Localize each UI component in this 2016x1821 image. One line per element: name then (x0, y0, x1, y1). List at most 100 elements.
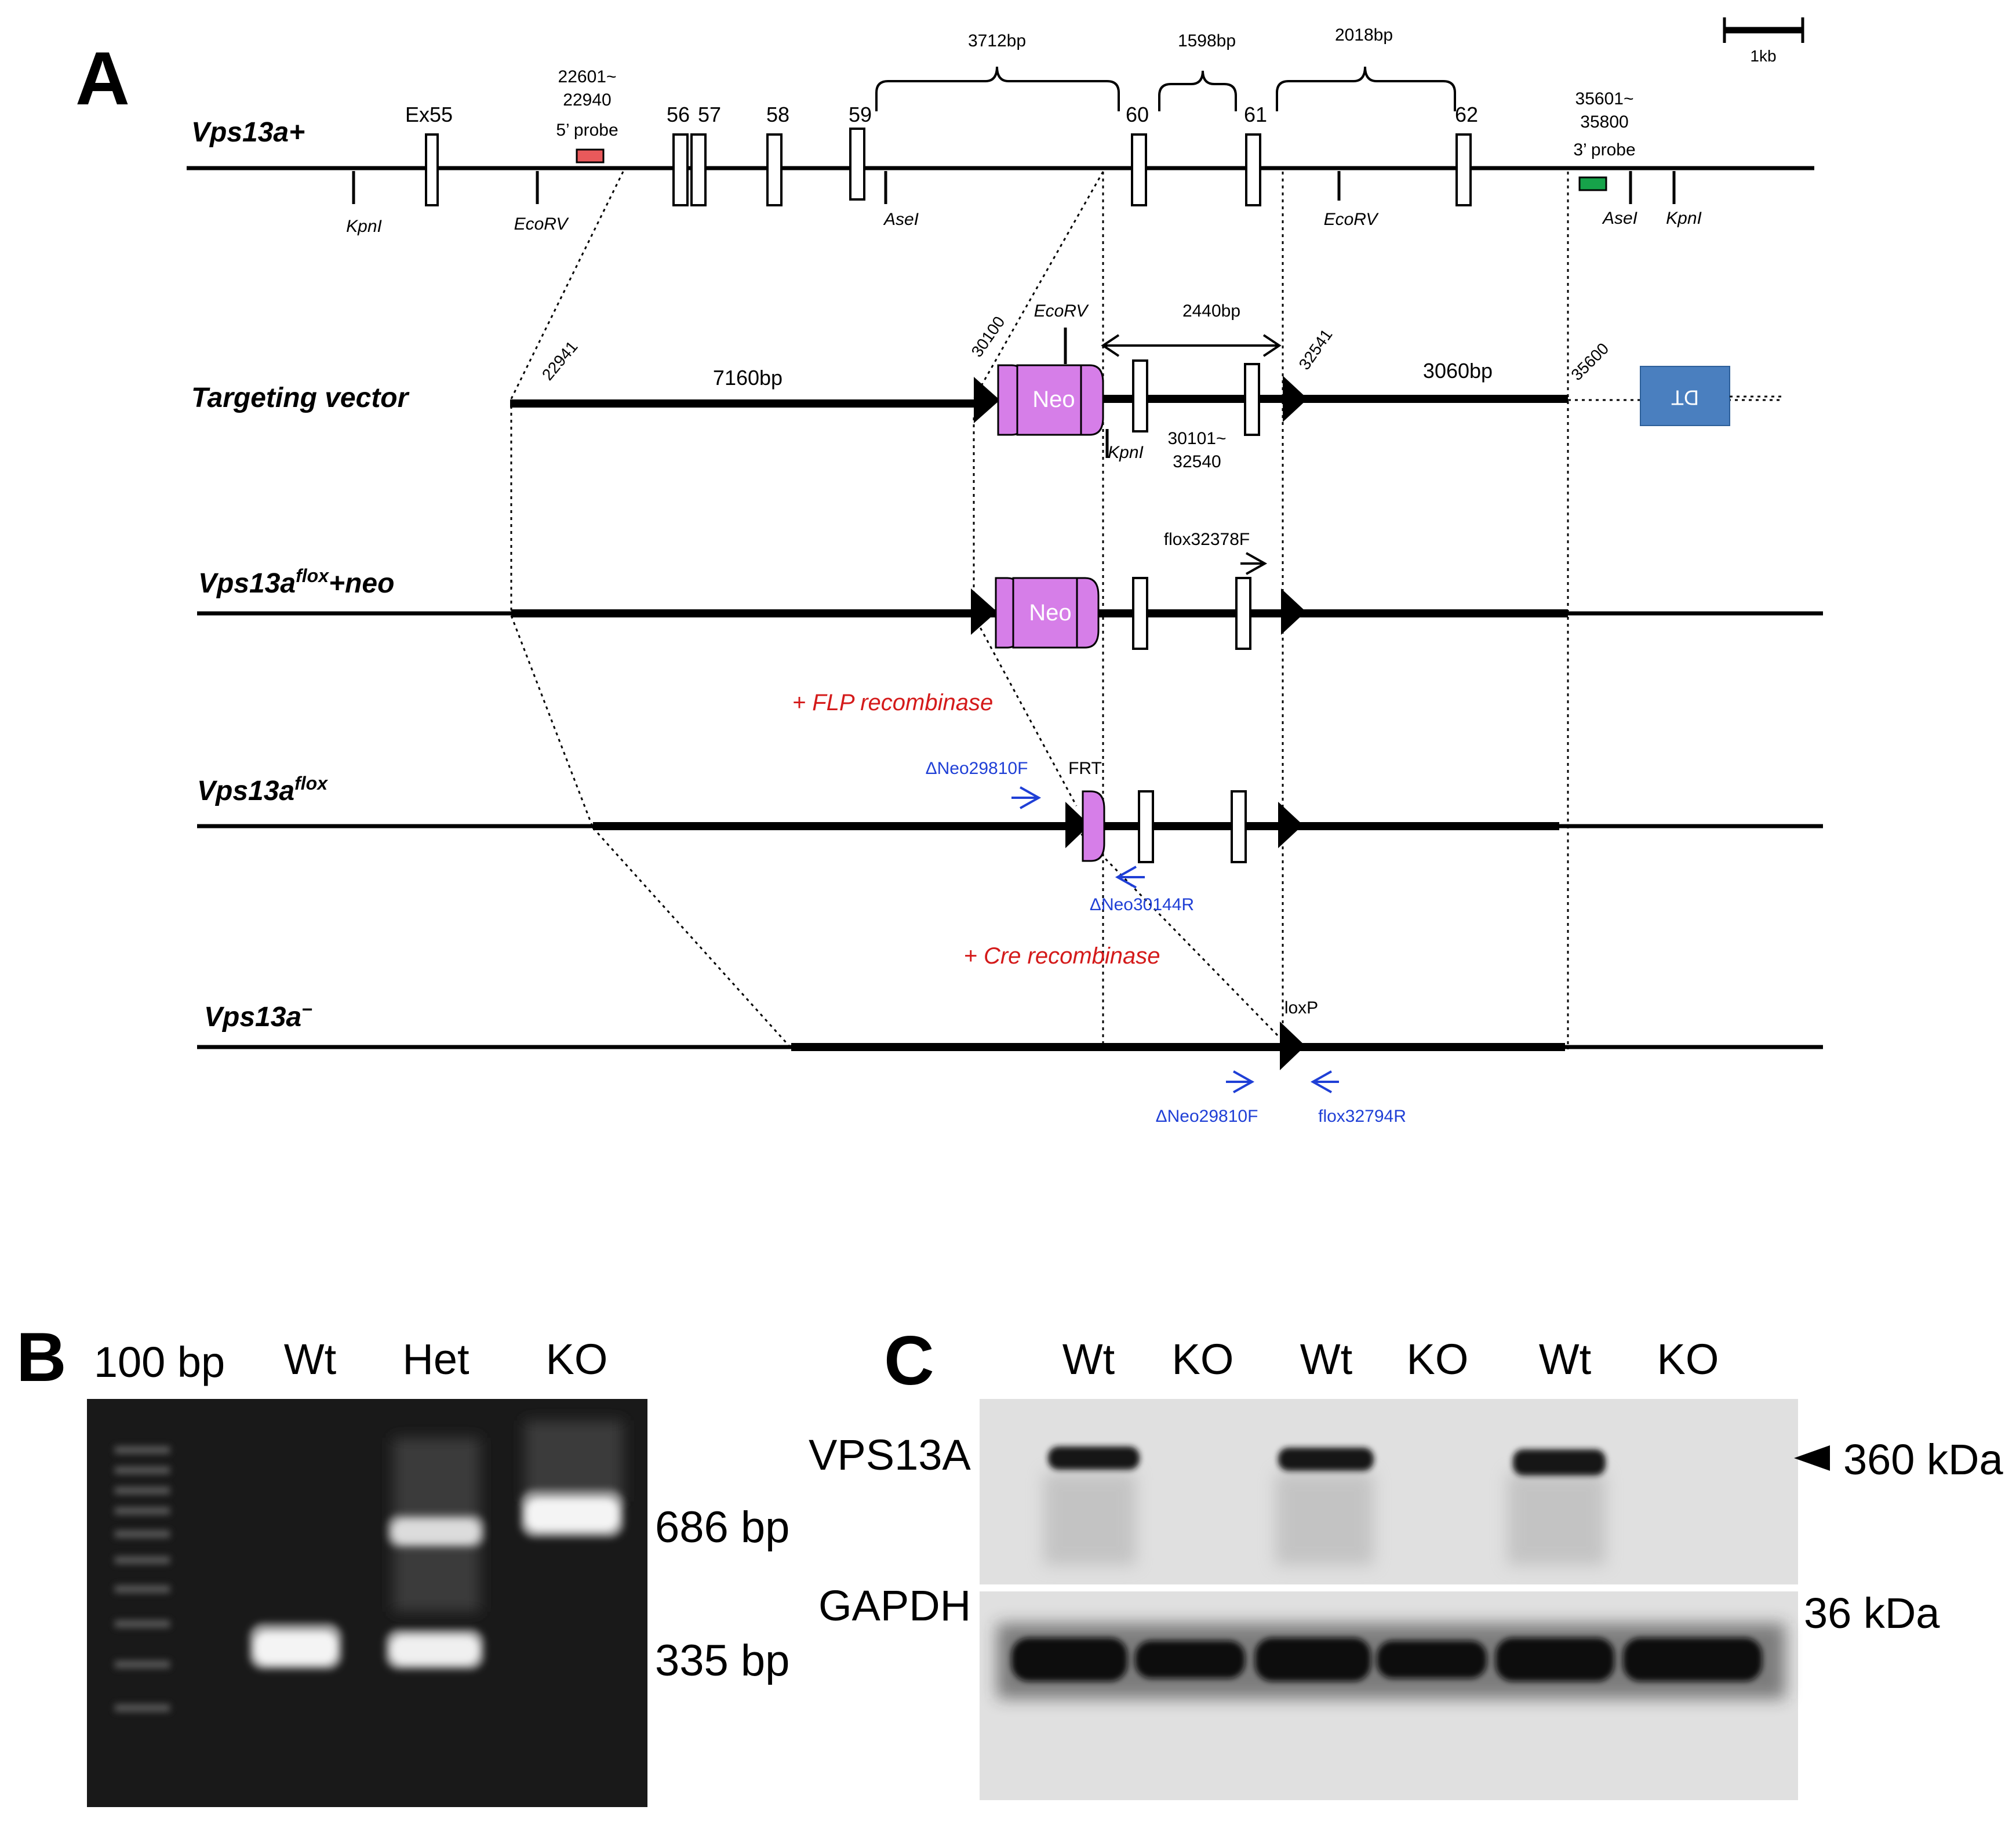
row-label-knockout: Vps13a− (204, 999, 312, 1033)
flox-exon-60 (1138, 790, 1154, 863)
exon-label-56: 56 (667, 103, 690, 126)
tv-size-3060bp: 3060bp (1423, 359, 1493, 383)
frt-label: FRT (1068, 759, 1102, 778)
panel-label-b: B (16, 1318, 67, 1396)
wb-blot-vps13a (980, 1399, 1798, 1584)
primer-label-neo30144r: ΔNeo30144R (1090, 895, 1194, 914)
tv-range-start: 30101~ (1168, 429, 1227, 448)
wb-arrowhead-360kda (1794, 1445, 1830, 1471)
gel-lane-label-wt: Wt (284, 1335, 337, 1383)
tv-exon-60 (1132, 359, 1148, 432)
panel-label-c: C (884, 1322, 934, 1400)
primer-label-neo29810f-ko: ΔNeo29810F (1156, 1107, 1258, 1126)
wildtype-exons (425, 128, 1472, 206)
coord-30100: 30100 (968, 313, 1009, 361)
primer-label-neo29810f-flox: ΔNeo29810F (926, 759, 1028, 778)
flox-exon-61 (1231, 790, 1247, 863)
tv-range-end: 32540 (1173, 452, 1221, 471)
tv-loxp-2 (1283, 376, 1308, 422)
panel-label-a: A (75, 36, 130, 121)
coord-22941: 22941 (538, 337, 581, 384)
site-kpni-2: KpnI (1666, 209, 1702, 228)
flox-neo-exon-61 (1235, 577, 1251, 650)
five-prime-probe-range-end: 22940 (563, 90, 611, 110)
three-prime-probe-range-end: 35800 (1580, 112, 1628, 132)
flox-neo-exon-60 (1132, 577, 1148, 650)
exon-label-60: 60 (1126, 103, 1149, 126)
flox-frt (1082, 790, 1105, 862)
dt-cassette-label: DT (1671, 386, 1699, 409)
gel-lane-label-ko: KO (546, 1335, 608, 1383)
exon-label-58: 58 (766, 103, 789, 126)
tv-kpni-label: KpnI (1108, 443, 1144, 462)
exon-label-57: 57 (698, 103, 721, 126)
tv-exon-61 (1244, 363, 1260, 436)
row-label-targeting-vector: Targeting vector (191, 383, 410, 413)
flox-loxp-2 (1278, 802, 1303, 848)
tv-neo-label: Neo (1032, 387, 1075, 412)
gel-lane-label-het: Het (402, 1335, 470, 1383)
exon-label-55: Ex55 (405, 103, 453, 126)
gel-ladder-label: 100 bp (94, 1338, 225, 1386)
three-prime-probe-label: 3’ probe (1573, 140, 1635, 159)
size-3712bp: 3712bp (968, 31, 1026, 50)
wb-size-36kda: 36 kDa (1804, 1589, 1940, 1637)
site-asei-1: AseI (883, 210, 919, 229)
gel-size-335bp: 335 bp (655, 1636, 789, 1685)
wildtype-restriction-sites (352, 171, 1676, 204)
gel-band-het-335 (385, 1629, 484, 1670)
primer-label-flox32378f: flox32378F (1164, 530, 1250, 549)
wb-lane-label-4: KO (1407, 1335, 1469, 1383)
scale-bar-label: 1kb (1750, 47, 1776, 65)
site-ecorv-1: EcoRV (514, 215, 570, 234)
flox-neo-frt-right (1076, 577, 1100, 649)
wb-lane-label-5: Wt (1539, 1335, 1592, 1383)
primer-arrow-neo29810f-ko (1226, 1070, 1255, 1093)
gel-size-686bp: 686 bp (655, 1503, 789, 1552)
five-prime-probe-label: 5’ probe (556, 121, 618, 140)
gel-band-ko-686 (521, 1490, 624, 1538)
primer-arrow-flox32794r (1310, 1070, 1339, 1093)
primer-arrow-neo29810f-flox (1011, 786, 1042, 809)
scale-bar: 1kb (1723, 17, 1804, 65)
agarose-gel (87, 1399, 647, 1807)
coord-35600: 35600 (1567, 339, 1612, 384)
wb-row-label-vps13a: VPS13A (809, 1431, 971, 1479)
flp-recombinase-label: + FLP recombinase (792, 690, 993, 715)
three-prime-probe (1578, 176, 1607, 191)
gel-band-wt-335 (249, 1623, 342, 1670)
site-ecorv-2: EcoRV (1324, 210, 1380, 229)
flox-neo-cassette-label: Neo (1029, 600, 1071, 626)
five-prime-probe-range-start: 22601~ (558, 67, 617, 86)
wb-lane-label-2: KO (1172, 1335, 1234, 1383)
tv-neo-cassette (1016, 364, 1083, 436)
wb-lane-label-6: KO (1657, 1335, 1719, 1383)
exon-label-62: 62 (1455, 103, 1478, 126)
row-label-wildtype: Vps13a+ (191, 117, 305, 148)
size-2018bp: 2018bp (1335, 26, 1393, 45)
row-label-flox: Vps13aflox (197, 773, 328, 806)
flox-neo-loxp-2 (1281, 588, 1306, 635)
tv-frt-right (1080, 364, 1104, 436)
tv-size-7160bp: 7160bp (713, 366, 783, 390)
wb-lane-label-1: Wt (1062, 1335, 1115, 1383)
gel-ladder (115, 1446, 170, 1711)
size-1598bp: 1598bp (1178, 31, 1236, 50)
tv-ecorv-label: EcoRV (1034, 301, 1090, 321)
gel-band-het-686 (387, 1514, 485, 1548)
exon-label-59: 59 (849, 103, 872, 126)
flox-loxp-1 (1065, 802, 1090, 848)
primer-arrow-flox32378f (1240, 552, 1268, 575)
site-asei-2: AseI (1602, 209, 1637, 228)
tv-size-2440bp-arrow (1101, 334, 1282, 357)
flox-neo-loxp-1 (971, 588, 997, 635)
coord-32541: 32541 (1296, 326, 1336, 373)
cre-recombinase-label: + Cre recombinase (963, 943, 1160, 969)
wb-lane-label-3: Wt (1300, 1335, 1353, 1383)
primer-label-flox32794r: flox32794R (1318, 1107, 1406, 1126)
wb-row-label-gapdh: GAPDH (818, 1582, 971, 1630)
five-prime-probe (576, 148, 605, 163)
knockout-loxp (1280, 1022, 1305, 1070)
exon-label-61: 61 (1244, 103, 1267, 126)
